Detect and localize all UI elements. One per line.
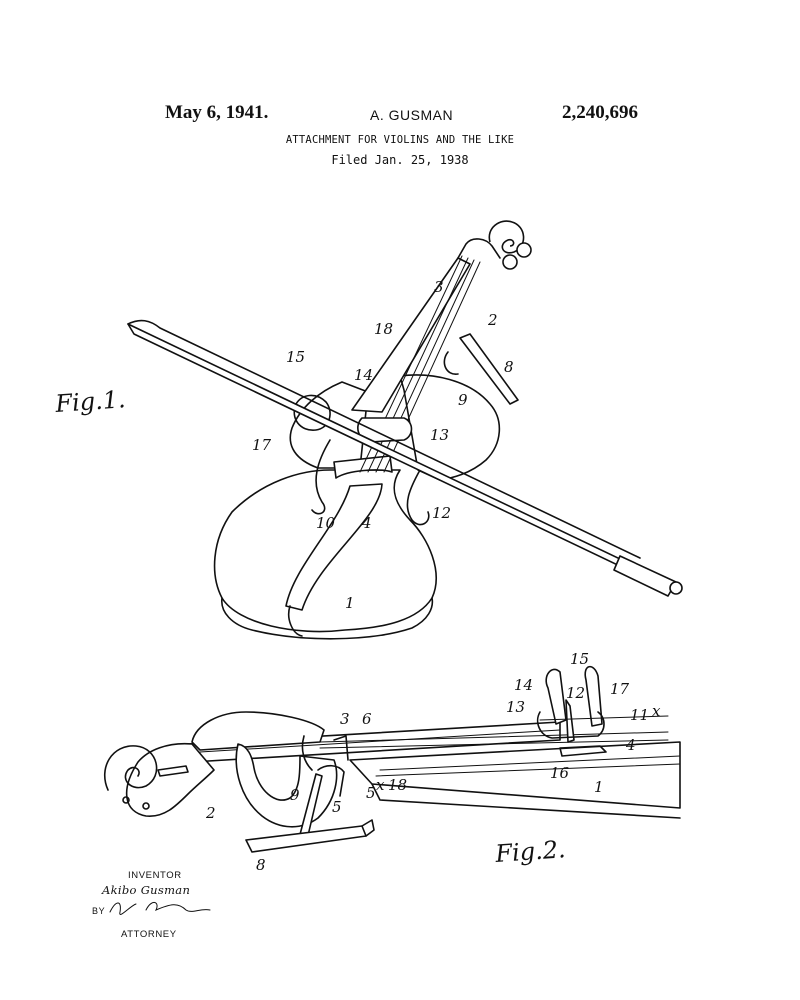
ref-13: 13 — [430, 426, 449, 444]
bridge — [333, 455, 393, 479]
fig1-violin: 1 2 3 4 8 9 10 12 13 14 15 17 18 Fig.1. — [53, 220, 683, 640]
ref-9: 9 — [458, 391, 468, 409]
ref-3: 3 — [434, 278, 444, 296]
ref-2: 2 — [487, 311, 498, 329]
fig2-detail: 1 2 3 4 5 5 6 8 9 11 x x 12 13 14 15 16 … — [103, 650, 681, 874]
fig2-bow-guide — [545, 668, 567, 725]
violin-scroll — [488, 220, 525, 254]
filed-date: Filed Jan. 25, 1938 — [331, 153, 469, 167]
ref2-3: 3 — [340, 710, 350, 728]
inventor-label: INVENTOR — [128, 870, 182, 881]
ref2-12: 12 — [566, 684, 585, 702]
patent-number: 2,240,696 — [562, 102, 638, 123]
ref2-11: 11 — [630, 706, 649, 724]
ref-15: 15 — [286, 348, 305, 366]
thumb-rest-attachment — [459, 333, 519, 405]
fingerboard — [351, 257, 471, 413]
inventor-name: A. GUSMAN — [370, 107, 454, 123]
ref-17: 17 — [252, 436, 272, 454]
ref-4: 4 — [361, 514, 372, 532]
bow-guide-attachment — [357, 417, 413, 443]
ref2-16: 16 — [550, 764, 570, 782]
inventor-signature-name: Akibo Gusman — [102, 883, 191, 897]
fig2-label: Fig.2. — [493, 835, 566, 868]
ref2-4: 4 — [625, 736, 636, 754]
fig2-bow — [319, 731, 669, 743]
ref2-2: 2 — [205, 804, 216, 822]
ref-10: 10 — [316, 514, 336, 532]
f-hole-right — [406, 469, 430, 526]
ref2-8: 8 — [256, 856, 266, 874]
ref2-9: 9 — [290, 786, 300, 804]
player-hand — [191, 711, 325, 751]
ref2-1: 1 — [594, 778, 604, 796]
attorney-label: ATTORNEY — [121, 929, 177, 940]
f-hole-left — [311, 439, 331, 515]
ref-1: 1 — [345, 594, 355, 612]
by-label: BY — [92, 906, 106, 916]
fig2-scroll — [125, 742, 215, 817]
ref-12: 12 — [432, 504, 451, 522]
fig1-label: Fig.1. — [53, 385, 126, 418]
ref2-5a: 5 — [366, 784, 376, 802]
ref2-6: 6 — [362, 710, 372, 728]
ref-14: 14 — [354, 366, 373, 384]
ref2-17: 17 — [610, 680, 630, 698]
patent-title: ATTACHMENT FOR VIOLINS AND THE LIKE — [285, 134, 515, 146]
ref-18: 18 — [374, 320, 393, 338]
ref2-x2: x — [376, 776, 385, 794]
attorney-signature — [109, 902, 211, 915]
ref2-18: 18 — [388, 776, 407, 794]
ref2-15: 15 — [570, 650, 589, 668]
patent-date: May 6, 1941. — [165, 102, 269, 123]
ref2-14: 14 — [514, 676, 533, 694]
ref2-5b: 5 — [332, 798, 342, 816]
ref2-13: 13 — [506, 698, 525, 716]
tailpiece — [285, 483, 383, 611]
ref2-x1: x — [652, 702, 661, 720]
ref-8: 8 — [504, 358, 514, 376]
